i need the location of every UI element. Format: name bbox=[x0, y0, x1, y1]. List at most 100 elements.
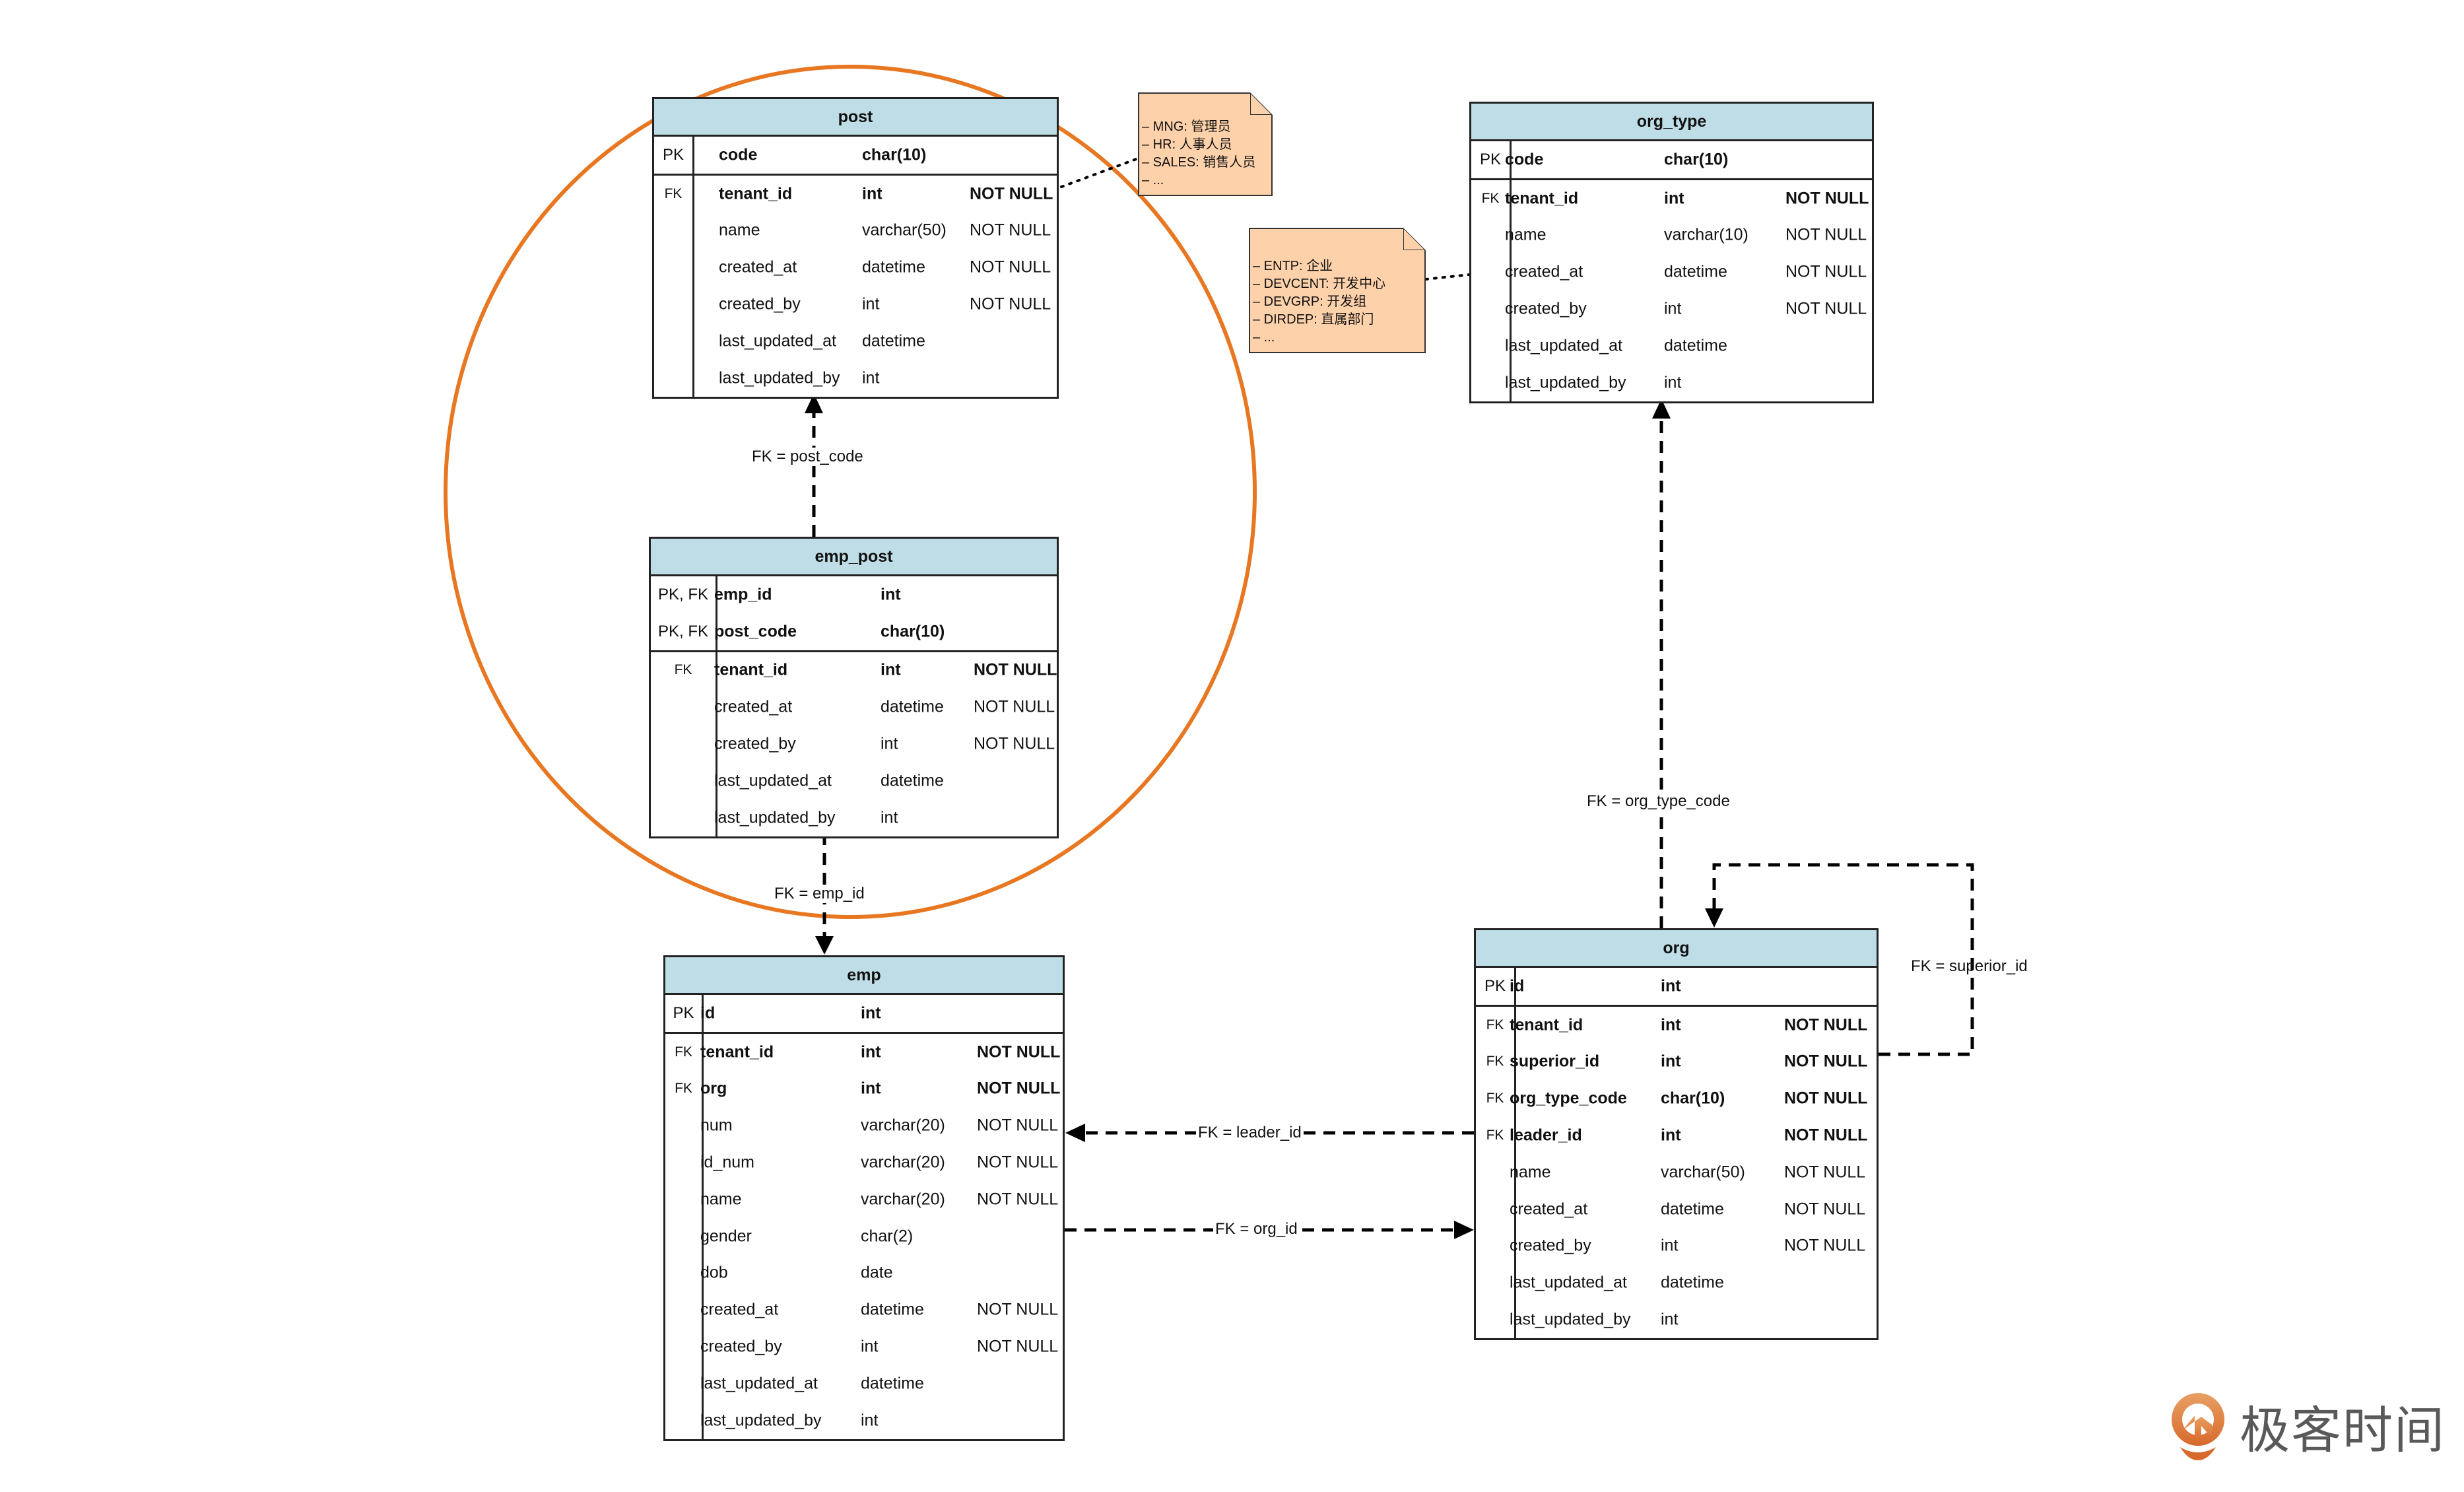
key-marker: FK bbox=[1486, 1091, 1504, 1106]
note-org-type-codes[interactable]: – ENTP: 企业 – DEVCENT: 开发中心 – DEVGRP: 开发组… bbox=[1249, 228, 1426, 353]
field-type: varchar(50) bbox=[862, 220, 947, 240]
field-name: dob bbox=[700, 1263, 728, 1282]
field-name: emp_id bbox=[714, 585, 772, 604]
note-fold-icon bbox=[1403, 228, 1426, 250]
field-name: created_by bbox=[700, 1337, 782, 1356]
key-marker: FK bbox=[1486, 1017, 1504, 1033]
field-constraint: NOT NULL bbox=[977, 1337, 1059, 1356]
arrowhead-emp-leader bbox=[1065, 1124, 1085, 1142]
entity-title: org bbox=[1476, 930, 1877, 968]
field-type: int bbox=[1661, 1015, 1681, 1034]
field-type: int bbox=[881, 808, 898, 827]
field-name: name bbox=[700, 1190, 742, 1209]
key-column-divider bbox=[654, 137, 694, 174]
field-name: leader_id bbox=[1510, 1126, 1582, 1145]
label-fk-post-code: FK = post_code bbox=[750, 448, 865, 466]
field-type: int bbox=[1661, 1126, 1681, 1145]
field-name: code bbox=[1505, 150, 1544, 169]
note-post-codes[interactable]: – MNG: 管理员 – HR: 人事人员 – SALES: 销售人员 – ..… bbox=[1138, 92, 1273, 196]
field-type: char(2) bbox=[861, 1227, 914, 1246]
note-post-lines: – MNG: 管理员 – HR: 人事人员 – SALES: 销售人员 – ..… bbox=[1142, 118, 1255, 189]
entity-title: emp_post bbox=[651, 539, 1057, 576]
field-type: char(10) bbox=[881, 622, 945, 641]
field-type: int bbox=[1664, 299, 1682, 318]
field-type: int bbox=[1664, 373, 1682, 392]
connector-superior-id[interactable] bbox=[1712, 863, 1974, 1056]
field-row[interactable]: last_updated_by int bbox=[1471, 364, 1872, 401]
field-type: int bbox=[861, 1079, 881, 1098]
field-type: int bbox=[881, 585, 901, 604]
field-name: created_by bbox=[1510, 1236, 1591, 1255]
field-type: int bbox=[1661, 1310, 1679, 1329]
field-type: datetime bbox=[881, 697, 944, 716]
key-marker: PK, FK bbox=[657, 622, 709, 640]
key-marker: FK bbox=[1481, 190, 1500, 206]
field-name: last_updated_by bbox=[719, 368, 840, 388]
geektime-logo-icon bbox=[2172, 1393, 2224, 1460]
field-constraint: NOT NULL bbox=[974, 660, 1057, 679]
note-line: – ... bbox=[1142, 173, 1164, 187]
field-name: last_updated_at bbox=[714, 771, 832, 790]
note-line: – ... bbox=[1253, 330, 1275, 345]
arrowhead-post bbox=[805, 393, 823, 413]
field-type: datetime bbox=[861, 1374, 924, 1393]
label-fk-org-id: FK = org_id bbox=[1213, 1220, 1300, 1238]
field-type: datetime bbox=[1661, 1273, 1724, 1292]
field-type: varchar(50) bbox=[1661, 1163, 1745, 1182]
field-name: last_updated_by bbox=[1505, 373, 1626, 392]
field-type: datetime bbox=[1661, 1200, 1724, 1219]
